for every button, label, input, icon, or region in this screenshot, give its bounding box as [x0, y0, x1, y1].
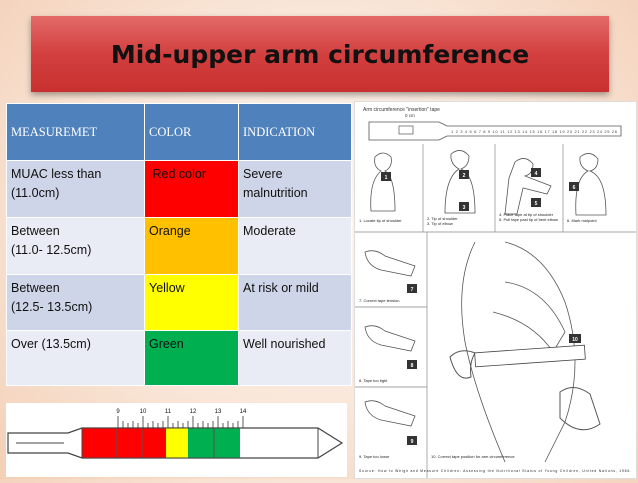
step-caption: 1. Locate tip of shoulder [359, 218, 402, 223]
indication-cell: Well nourished [238, 330, 352, 386]
muac-tape-illustration: 9 10 11 12 13 14 [6, 403, 347, 477]
callout-label: 10 [572, 337, 578, 343]
tape-tick-label: 10 [140, 409, 147, 415]
indication-cell: Moderate [238, 217, 352, 275]
callout-label: 9 [411, 439, 414, 445]
tape-zero-label: 0 cm [405, 113, 415, 118]
diagram-source: Source: How to Weigh and Measure Childre… [359, 469, 631, 473]
step-caption: 10. Correct tape position for arm circum… [431, 454, 515, 459]
insertion-tape-drawing [368, 121, 622, 141]
figure-sketches [364, 150, 607, 463]
tape-tick-label: 12 [190, 409, 197, 415]
callout-label: 7 [411, 287, 414, 293]
tape-tick-label: 11 [165, 409, 172, 415]
tape-ruler-ticks [117, 416, 244, 428]
color-cell: Green [144, 330, 239, 386]
table-row: MUAC less than (11.0cm) Red color Severe… [6, 160, 352, 218]
insertion-tape-window [398, 125, 414, 135]
tape-yellow-segment [166, 428, 188, 458]
header-measurement: MEASUREMET [6, 103, 145, 161]
measure-cell: Between (11.0- 12.5cm) [6, 217, 145, 275]
insertion-tape-numbers: 1 2 3 4 5 6 7 8 9 10 11 12 13 14 15 16 1… [451, 129, 618, 134]
callout-label: 2 [463, 173, 466, 179]
measure-cell: Over (13.5cm) [6, 330, 145, 386]
table-row: Over (13.5cm) Green Well nourished [6, 330, 352, 386]
indication-cell: Severe malnutrition [238, 160, 352, 218]
measurement-diagram: Arm circumference "insertion" tape 0 cm … [354, 101, 637, 479]
muac-table: MEASUREMET COLOR INDICATION MUAC less th… [6, 103, 352, 386]
step-caption: 7. Correct tape tension [359, 298, 399, 303]
diagram-grid [355, 144, 636, 478]
table-header-row: MEASUREMET COLOR INDICATION [6, 103, 352, 161]
step-caption: 6. Mark midpoint [567, 218, 597, 223]
callout-label: 1 [385, 175, 388, 181]
measure-cell: MUAC less than (11.0cm) [6, 160, 145, 218]
tape-tick-label: 9 [116, 409, 120, 415]
indication-cell: At risk or mild [238, 274, 352, 331]
measurement-diagram-svg: Arm circumference "insertion" tape 0 cm … [355, 107, 636, 478]
color-cell: Red color [144, 160, 239, 218]
callout-label: 5 [535, 201, 538, 207]
step-caption: 8. Tape too tight [359, 378, 388, 383]
header-indication: INDICATION [238, 103, 352, 161]
callout-label: 6 [573, 185, 576, 191]
hands-sketch [449, 350, 601, 431]
callout-badges: 1 2 3 4 5 6 7 8 9 10 [381, 168, 581, 445]
header-color: COLOR [144, 103, 239, 161]
table-row: Between (12.5- 13.5cm) Yellow At risk or… [6, 274, 352, 331]
callout-label: 8 [411, 363, 414, 369]
tape-red-segment [82, 428, 166, 458]
measure-cell: Between (12.5- 13.5cm) [6, 274, 145, 331]
callout-label: 4 [535, 171, 538, 177]
arm-tape-drawing [474, 344, 586, 368]
callout-label: 3 [463, 205, 466, 211]
table-row: Between (11.0- 12.5cm) Orange Moderate [6, 217, 352, 275]
tape-tick-label: 14 [240, 409, 247, 415]
tape-border [81, 427, 319, 459]
diagram-header: Arm circumference "insertion" tape [363, 107, 440, 113]
step-caption: 9. Tape too loose [359, 454, 390, 459]
muac-tape-svg: 9 10 11 12 13 14 [7, 409, 344, 459]
slide-title: Mid-upper arm circumference [110, 39, 530, 69]
title-banner: Mid-upper arm circumference [31, 16, 609, 92]
color-cell: Yellow [144, 274, 239, 331]
tape-tick-label: 13 [215, 409, 222, 415]
color-cell: Orange [144, 217, 239, 275]
